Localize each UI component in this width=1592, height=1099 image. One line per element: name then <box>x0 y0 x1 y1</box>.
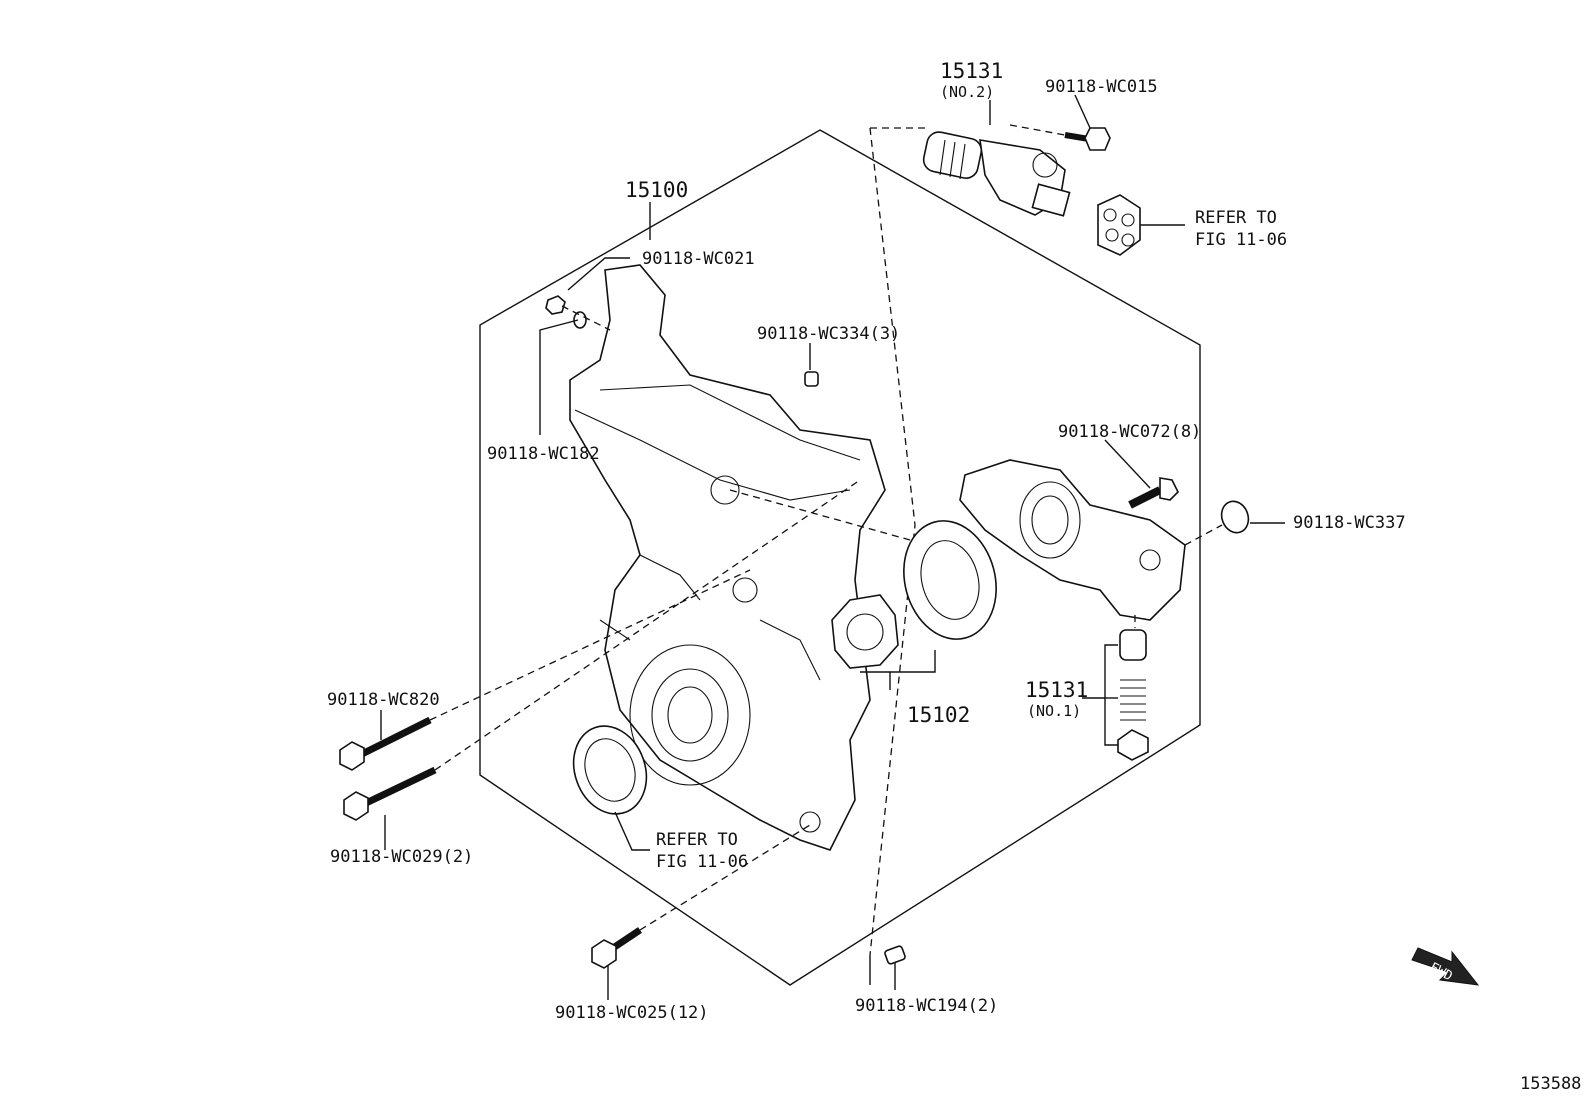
figure-number: 153588 <box>1520 1074 1581 1094</box>
label-90118-wc820: 90118-WC820 <box>327 690 440 710</box>
label-refer-bottom-2: FIG 11-06 <box>656 852 748 872</box>
label-15131-no1: 15131 <box>1025 678 1088 702</box>
relief-valve-no1 <box>1117 629 1149 761</box>
outer-rotor <box>903 520 997 640</box>
bolt-wc021 <box>545 295 587 329</box>
dash-wc820 <box>429 569 751 721</box>
oil-screen-gasket <box>1097 194 1141 256</box>
leader-wc015 <box>1074 94 1091 129</box>
dash-wc025 <box>639 824 811 931</box>
label-refer-top-2: FIG 11-06 <box>1195 230 1287 250</box>
crank-oil-seal <box>572 725 648 815</box>
bolt-wc029 <box>343 766 437 821</box>
label-90118-wc337: 90118-WC337 <box>1293 513 1406 533</box>
leader-wc021 <box>567 257 630 291</box>
leader-refer-bottom <box>614 811 650 851</box>
o-ring-wc337 <box>1220 500 1250 534</box>
bolt-wc072 <box>1128 477 1179 509</box>
leader-15131-no1 <box>1082 644 1118 699</box>
dash-wc029 <box>434 479 861 771</box>
dash-wc337 <box>1184 524 1223 546</box>
fwd-arrow: FWD <box>1411 947 1480 986</box>
assembly-boundary <box>479 129 1201 986</box>
leader-wc072 <box>1104 439 1151 489</box>
oil-control-valve-no2 <box>922 131 1071 217</box>
label-refer-bottom-1: REFER TO <box>656 830 738 850</box>
dash-wc021 <box>561 305 611 331</box>
dowel-wc194 <box>884 945 906 965</box>
leader-wc182 <box>539 319 579 435</box>
oil-pump-cover <box>959 459 1186 621</box>
leader-15131-no1-bot <box>1104 698 1118 746</box>
label-90118-wc029: 90118-WC029(2) <box>330 847 473 867</box>
bolt-wc015 <box>1064 127 1111 151</box>
label-90118-wc025: 90118-WC025(12) <box>555 1003 709 1023</box>
timing-chain-cover <box>569 264 886 851</box>
label-90118-wc015: 90118-WC015 <box>1045 77 1158 97</box>
bolt-wc025 <box>591 927 642 969</box>
leader-15102 <box>889 650 936 690</box>
label-15100: 15100 <box>625 178 688 202</box>
label-90118-wc021: 90118-WC021 <box>642 249 755 269</box>
dowel-wc334 <box>804 371 819 387</box>
label-15102: 15102 <box>907 703 970 727</box>
label-90118-wc194: 90118-WC194(2) <box>855 996 998 1016</box>
label-refer-top-1: REFER TO <box>1195 208 1277 228</box>
inner-rotor <box>831 594 899 669</box>
label-90118-wc334: 90118-WC334(3) <box>757 324 900 344</box>
label-15131-no2: 15131 <box>940 59 1003 83</box>
label-90118-wc072: 90118-WC072(8) <box>1058 422 1201 442</box>
label-15131-no1-sub: (NO.1) <box>1027 702 1081 720</box>
label-90118-wc182: 90118-WC182 <box>487 444 600 464</box>
dash-wc015 <box>1009 124 1066 136</box>
label-15131-no2-sub: (NO.2) <box>940 83 994 101</box>
pump-sub-boundary <box>869 127 916 956</box>
bolt-wc820 <box>339 716 432 771</box>
